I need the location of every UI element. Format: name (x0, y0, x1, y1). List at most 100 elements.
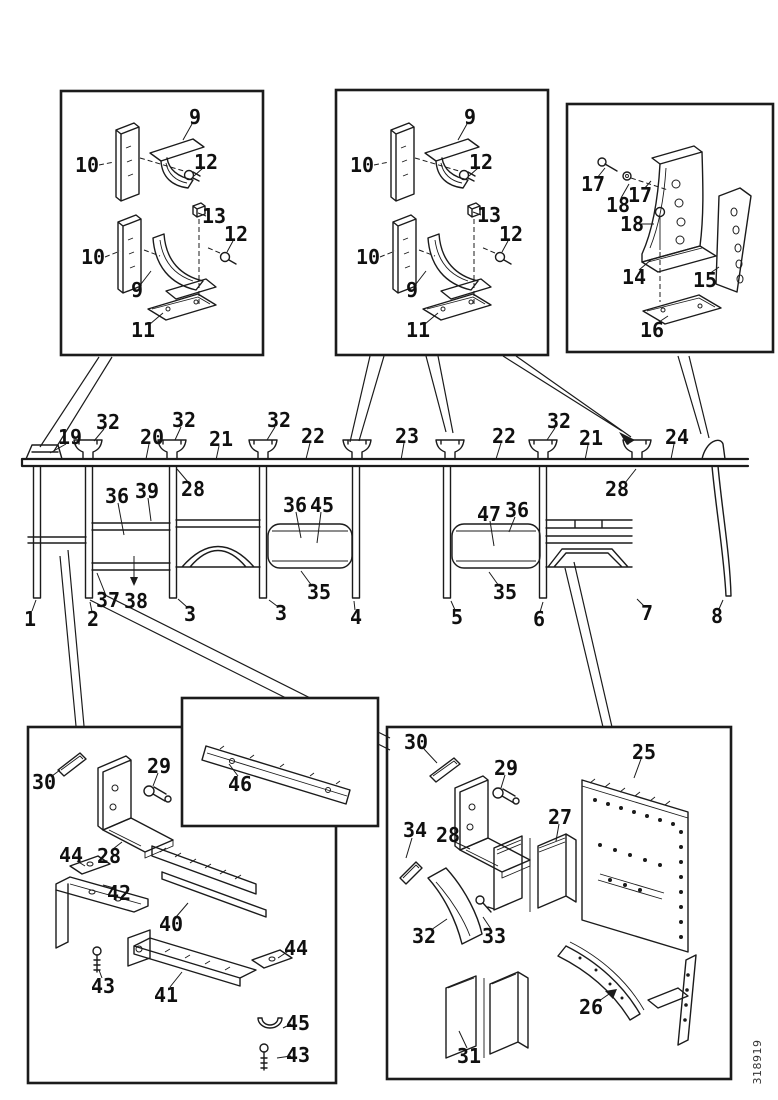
callout-28-bottom-left-box: 28 (97, 844, 121, 868)
rear-panel-kit-detail (399, 748, 697, 1059)
bolt-29b-sketch (492, 787, 504, 799)
callout-14-top-right-box: 14 (622, 265, 646, 289)
callout-9-top-middle-box: 9 (406, 278, 418, 302)
callout-43-bottom-left-box: 43 (286, 1043, 310, 1067)
callout-28-frame: 28 (181, 477, 205, 501)
callout-32-frame: 32 (172, 408, 196, 432)
stake-bracket-detail-middle (373, 122, 512, 325)
callout-17-top-right-box: 17 (581, 172, 605, 196)
callout-25-bottom-right-box: 25 (632, 740, 656, 764)
callout-32-bottom-right-box: 32 (412, 924, 436, 948)
callout-1-frame: 1 (24, 607, 36, 631)
wheel-arch-right (545, 548, 633, 568)
callout-13-top-middle-box: 13 (477, 203, 501, 227)
callout-18-top-right-box: 18 (606, 193, 630, 217)
perforated-panel-25-sketch (581, 778, 689, 953)
callout-10-top-middle-box: 10 (356, 245, 380, 269)
trailer-frame-assembly (20, 426, 750, 613)
figure-code: 318919 (751, 1040, 764, 1085)
callout-4-frame: 4 (350, 605, 362, 629)
callout-11-top-left-box: 11 (131, 318, 155, 342)
post-8-curved (711, 465, 732, 597)
callout-5-frame: 5 (451, 605, 463, 629)
detail-box-inset-border (180, 696, 380, 828)
callout-41-bottom-left-box: 41 (154, 983, 178, 1007)
callout-9-top-left-box: 9 (131, 278, 143, 302)
callout-2-frame: 2 (87, 607, 99, 631)
channel-41-sketch (127, 929, 257, 987)
callout-10-top-left-box: 10 (81, 245, 105, 269)
callout-8-frame: 8 (711, 604, 723, 628)
callout-29-bottom-right-box: 29 (494, 756, 518, 780)
callout-12-top-middle-box: 12 (469, 150, 493, 174)
angle-bracket-28-sketch (97, 755, 174, 859)
callout-22-frame: 22 (492, 424, 516, 448)
callout-28-frame: 28 (605, 477, 629, 501)
callout-44-bottom-left-box: 44 (284, 936, 308, 960)
plate-34-sketch (399, 861, 423, 885)
clip-45-sketch (257, 1017, 283, 1029)
callout-44-bottom-left-box: 44 (59, 843, 83, 867)
callout-17-top-right-box: 17 (628, 183, 652, 207)
crossmembers (27, 519, 633, 571)
bolt-33-sketch (475, 895, 495, 913)
callout-42-bottom-left-box: 42 (107, 881, 131, 905)
detail-box-top-right-border (565, 102, 775, 354)
callout-40-bottom-left-box: 40 (159, 912, 183, 936)
callout-26-bottom-right-box: 26 (579, 995, 603, 1019)
plate-30-sketch (57, 752, 87, 777)
callout-18-top-right-box: 18 (620, 212, 644, 236)
callout-21-frame: 21 (209, 427, 233, 451)
bolt-43b-sketch (259, 1043, 269, 1071)
callout-45-bottom-left-box: 45 (286, 1011, 310, 1035)
callout-36-frame: 36 (505, 498, 529, 522)
callout-9-top-left-box: 9 (189, 105, 201, 129)
rail-40-sketch (151, 845, 267, 918)
callout-45-frame: 45 (310, 493, 334, 517)
callout-34-bottom-right-box: 34 (403, 818, 427, 842)
callout-32-frame: 32 (547, 409, 571, 433)
callout-30-bottom-left-box: 30 (32, 770, 56, 794)
callout-31-bottom-right-box: 31 (457, 1044, 481, 1068)
callout-12-top-left-box: 12 (194, 150, 218, 174)
callout-36-frame: 36 (283, 493, 307, 517)
callout-29-bottom-left-box: 29 (147, 754, 171, 778)
detail-box-bottom-right-border (385, 725, 733, 1081)
callout-33-bottom-right-box: 33 (482, 924, 506, 948)
callout-13-top-left-box: 13 (202, 204, 226, 228)
callout-22-frame: 22 (301, 424, 325, 448)
callout-46-inset-box: 46 (228, 772, 252, 796)
plate-44b-sketch (251, 949, 293, 969)
callout-3-frame: 3 (275, 601, 287, 625)
plate-44-sketch (69, 855, 111, 875)
rail-end-pocket-right (701, 439, 726, 460)
callout-12-top-left-box: 12 (224, 222, 248, 246)
callout-37-frame: 37 (96, 588, 120, 612)
frame-leader-lines (31, 426, 724, 613)
crossmember-bar-detail (201, 745, 351, 805)
callout-36-frame: 36 (105, 484, 129, 508)
top-rail (20, 457, 750, 468)
callout-35-frame: 35 (307, 580, 331, 604)
callout-15-top-right-box: 15 (693, 268, 717, 292)
panel-pair-31-sketch (445, 971, 529, 1059)
callout-35-frame: 35 (493, 580, 517, 604)
callout-3-frame: 3 (184, 602, 196, 626)
callout-19-frame: 19 (58, 425, 82, 449)
stake-bracket-detail-left (98, 122, 237, 325)
callout-28-bottom-right-box: 28 (436, 823, 460, 847)
callout-32-frame: 32 (96, 410, 120, 434)
front-bracket-kit-detail (51, 752, 293, 1071)
arch-wedge-32-sketch (427, 867, 483, 945)
bolt-43-sketch (92, 946, 102, 973)
callout-12-top-middle-box: 12 (499, 222, 523, 246)
channel-42-sketch (55, 876, 149, 949)
plate-30b-sketch (429, 757, 461, 783)
callout-27-bottom-right-box: 27 (548, 805, 572, 829)
rail-end-cap-left (25, 444, 63, 460)
wheel-arch-left (175, 545, 261, 568)
corner-bracket-detail (596, 145, 752, 325)
view-reference-lines (39, 355, 710, 751)
